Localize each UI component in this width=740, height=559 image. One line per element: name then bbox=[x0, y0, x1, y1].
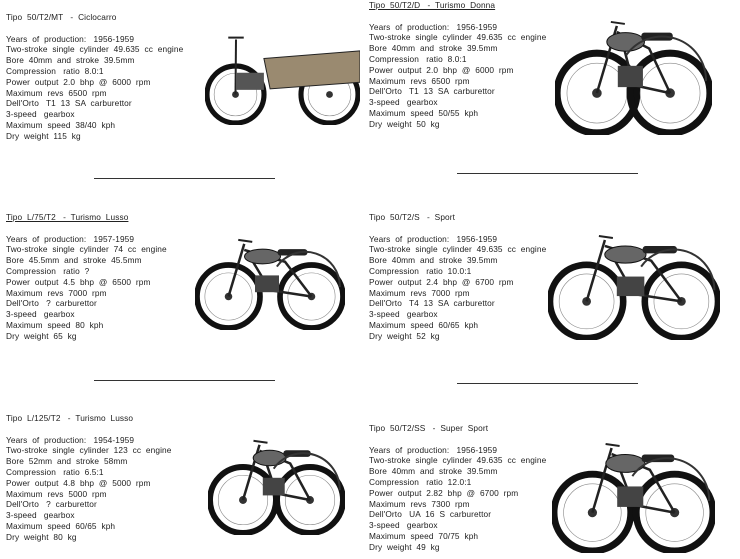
divider bbox=[94, 380, 275, 381]
spec-line: Bore 40mm and stroke 39.5mm bbox=[369, 466, 498, 477]
spec-line: Power output 2.0 bhp @ 6000 rpm bbox=[369, 64, 514, 75]
spec-line: Maximum speed 70/75 kph bbox=[369, 530, 479, 541]
spec-line: Maximum revs 6500 rpm bbox=[369, 75, 470, 86]
model-title: Tipo L/125/T2 - Turismo Lusso bbox=[6, 413, 134, 423]
spec-line: Years of production: 1956-1959 bbox=[369, 21, 498, 32]
spec-line: Maximum speed 38/40 kph bbox=[6, 119, 116, 130]
spec-line: Dell'Orto T1 13 SA carburettor bbox=[369, 86, 495, 97]
spec-line: Compression ratio 8.0:1 bbox=[6, 65, 104, 76]
spec-line: Power output 2.4 bhp @ 6700 rpm bbox=[369, 276, 514, 287]
spec-line: Two-stroke single cylinder 74 cc engine bbox=[6, 244, 167, 255]
model-title: Tipo 50/T2/MT - Ciclocarro bbox=[6, 12, 117, 22]
model-title: Tipo 50/T2/SS - Super Sport bbox=[369, 423, 489, 433]
spec-line: 3-speed gearbox bbox=[369, 97, 438, 108]
spec-line: Years of production: 1956-1959 bbox=[369, 233, 498, 244]
spec-line: Dell'Orto ? carburettor bbox=[6, 499, 97, 510]
spec-line: Two-stroke single cylinder 49.635 cc eng… bbox=[369, 455, 547, 466]
spec-line: Maximum revs 6500 rpm bbox=[6, 87, 107, 98]
spec-line: Maximum speed 50/55 kph bbox=[369, 107, 479, 118]
spec-line: Two-stroke single cylinder 123 cc engine bbox=[6, 445, 172, 456]
spec-line: Maximum revs 5000 rpm bbox=[6, 488, 107, 499]
spec-line: 3-speed gearbox bbox=[6, 510, 75, 521]
spec-line: Dry weight 115 kg bbox=[6, 130, 81, 141]
spec-line: Maximum revs 7000 rpm bbox=[6, 287, 107, 298]
spec-line: Dry weight 65 kg bbox=[6, 330, 77, 341]
divider bbox=[457, 173, 638, 174]
spec-line: Dell'Orto UA 16 S carburettor bbox=[369, 509, 492, 520]
spec-line: Two-stroke single cylinder 49.635 cc eng… bbox=[369, 32, 547, 43]
spec-line: Dell'Orto T4 13 SA carburettor bbox=[369, 298, 495, 309]
spec-line: Compression ratio 12.0:1 bbox=[369, 476, 472, 487]
spec-line: Years of production: 1954-1959 bbox=[6, 434, 135, 445]
spec-line: Bore 52mm and stroke 58mm bbox=[6, 456, 128, 467]
motorcycle-illustration bbox=[195, 238, 345, 330]
spec-line: Maximum speed 60/65 kph bbox=[369, 319, 479, 330]
spec-line: 3-speed gearbox bbox=[6, 309, 75, 320]
spec-line: Power output 2.0 bhp @ 6000 rpm bbox=[6, 76, 151, 87]
spec-line: Bore 40mm and stroke 39.5mm bbox=[6, 55, 135, 66]
model-title: Tipo 50/T2/D - Turismo Donna bbox=[369, 0, 496, 10]
spec-line: Compression ratio 8.0:1 bbox=[369, 53, 467, 64]
spec-line: Dry weight 49 kg bbox=[369, 541, 440, 552]
spec-line: Power output 2.82 bhp @ 6700 rpm bbox=[369, 487, 519, 498]
divider bbox=[94, 178, 275, 179]
spec-line: Dell'Orto T1 13 SA carburettor bbox=[6, 98, 132, 109]
motorcycle-illustration bbox=[552, 443, 715, 553]
model-title: Tipo L/75/T2 - Turismo Lusso bbox=[6, 212, 129, 222]
spec-line: Maximum revs 7000 rpm bbox=[369, 287, 470, 298]
spec-line: Maximum revs 7300 rpm bbox=[369, 498, 470, 509]
motorcycle-illustration bbox=[548, 234, 720, 340]
motorcycle-illustration bbox=[555, 20, 712, 135]
spec-line: Dell'Orto ? carburettor bbox=[6, 298, 97, 309]
spec-line: Compression ratio ? bbox=[6, 265, 90, 276]
spec-line: 3-speed gearbox bbox=[369, 309, 438, 320]
divider bbox=[457, 383, 638, 384]
model-title: Tipo 50/T2/S - Sport bbox=[369, 212, 456, 222]
motorcycle-illustration bbox=[205, 36, 360, 125]
spec-line: Compression ratio 6.5:1 bbox=[6, 466, 104, 477]
motorcycle-illustration bbox=[208, 439, 345, 535]
spec-line: Dry weight 80 kg bbox=[6, 531, 77, 542]
spec-line: Compression ratio 10.0:1 bbox=[369, 265, 472, 276]
spec-line: Two-stroke single cylinder 49.635 cc eng… bbox=[369, 244, 547, 255]
spec-line: 3-speed gearbox bbox=[6, 109, 75, 120]
spec-line: Dry weight 50 kg bbox=[369, 118, 440, 129]
spec-line: Power output 4.5 bhp @ 6500 rpm bbox=[6, 276, 151, 287]
spec-line: Bore 40mm and stroke 39.5mm bbox=[369, 255, 498, 266]
spec-line: Bore 40mm and stroke 39.5mm bbox=[369, 43, 498, 54]
spec-line: 3-speed gearbox bbox=[369, 520, 438, 531]
spec-line: Maximum speed 80 kph bbox=[6, 319, 104, 330]
spec-line: Two-stroke single cylinder 49.635 cc eng… bbox=[6, 44, 184, 55]
spec-line: Dry weight 52 kg bbox=[369, 330, 440, 341]
spec-line: Years of production: 1956-1959 bbox=[6, 33, 135, 44]
spec-line: Maximum speed 60/65 kph bbox=[6, 520, 116, 531]
spec-line: Years of production: 1956-1959 bbox=[369, 444, 498, 455]
spec-line: Years of production: 1957-1959 bbox=[6, 233, 135, 244]
spec-line: Power output 4.8 bhp @ 5000 rpm bbox=[6, 477, 151, 488]
spec-line: Bore 45.5mm and stroke 45.5mm bbox=[6, 255, 142, 266]
